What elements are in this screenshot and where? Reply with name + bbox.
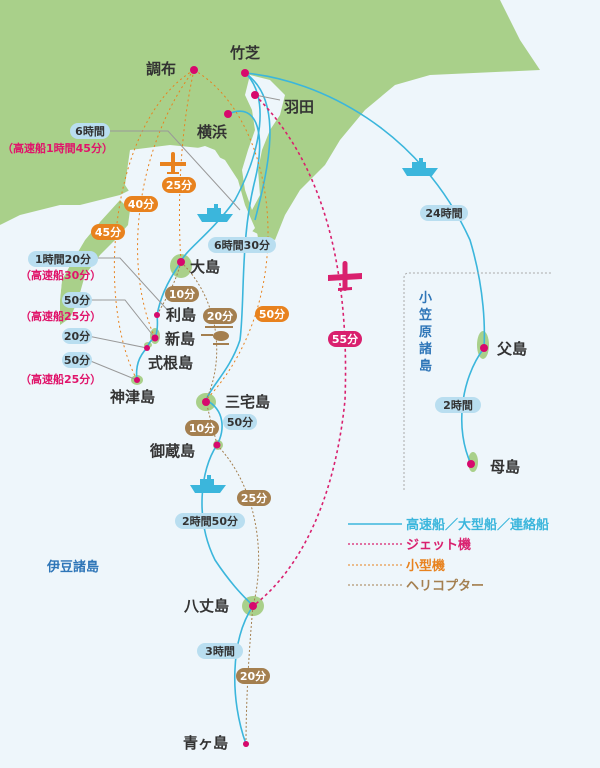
svg-text:10分: 10分 bbox=[169, 287, 195, 301]
svg-text:20分: 20分 bbox=[207, 309, 233, 323]
svg-text:小: 小 bbox=[419, 291, 432, 306]
svg-text:20分: 20分 bbox=[240, 669, 266, 683]
svg-text:20分: 20分 bbox=[64, 329, 90, 343]
ship-time-pills: 6時間 1時間20分 50分 20分 50分 6時間30分 50分 2時間50分… bbox=[28, 123, 481, 659]
label-kozushima: 神津島 bbox=[110, 388, 155, 406]
jet-time-pill: 55分 bbox=[328, 331, 362, 347]
label-miyakejima: 三宅島 bbox=[225, 393, 270, 411]
svg-text:原: 原 bbox=[419, 325, 432, 340]
jet-plane-icon bbox=[328, 261, 362, 291]
svg-text:3時間: 3時間 bbox=[205, 644, 235, 658]
svg-text:2時間: 2時間 bbox=[443, 398, 473, 412]
label-niijima: 新島 bbox=[165, 330, 195, 348]
svg-text:50分: 50分 bbox=[64, 353, 90, 367]
svg-text:45分: 45分 bbox=[95, 225, 121, 239]
label-hahajima: 母島 bbox=[490, 458, 520, 476]
location-dots bbox=[134, 66, 488, 747]
legend-small-plane-label: 小型機 bbox=[406, 558, 445, 574]
svg-text:（高速船25分）: （高速船25分） bbox=[20, 372, 101, 386]
svg-text:（高速船25分）: （高速船25分） bbox=[20, 309, 101, 323]
svg-text:55分: 55分 bbox=[332, 332, 358, 346]
ogasawara-inset-border bbox=[403, 272, 551, 490]
label-hachijojima: 八丈島 bbox=[183, 597, 229, 615]
legend-ship-label: 高速船／大型船／連絡船 bbox=[406, 517, 549, 533]
svg-text:24時間: 24時間 bbox=[425, 206, 462, 220]
helicopter-icon bbox=[201, 326, 233, 345]
jet-route bbox=[252, 94, 347, 607]
label-takeshiba: 竹芝 bbox=[229, 44, 260, 62]
ship-icon bbox=[197, 204, 233, 222]
svg-text:笠: 笠 bbox=[418, 307, 432, 323]
leader-lines bbox=[87, 94, 281, 381]
label-aogashima: 青ヶ島 bbox=[183, 734, 228, 752]
label-yokohama: 横浜 bbox=[197, 123, 227, 141]
small-plane-icon bbox=[160, 152, 186, 174]
fast-ship-subtexts: （高速船1時間45分） （高速船30分） （高速船25分） （高速船25分） bbox=[2, 141, 113, 386]
svg-text:2時間50分: 2時間50分 bbox=[182, 514, 238, 528]
label-haneda: 羽田 bbox=[284, 98, 314, 116]
tokyo-bay bbox=[242, 75, 285, 210]
svg-text:40分: 40分 bbox=[128, 197, 154, 211]
label-chichijima: 父島 bbox=[496, 340, 527, 358]
label-mikurajima: 御蔵島 bbox=[149, 442, 195, 460]
label-toshima: 利島 bbox=[166, 306, 196, 324]
svg-text:50分: 50分 bbox=[259, 307, 285, 321]
svg-text:諸: 諸 bbox=[419, 341, 432, 357]
small-plane-routes bbox=[113, 69, 269, 401]
ship-icon bbox=[402, 158, 438, 176]
ship-icon bbox=[190, 475, 226, 493]
suruga-bay bbox=[0, 208, 100, 330]
legend-jet-label: ジェット機 bbox=[406, 537, 471, 553]
svg-text:50分: 50分 bbox=[64, 293, 90, 307]
small-plane-time-pills: 25分 40分 45分 50分 bbox=[91, 177, 289, 322]
region-ogasawara-islands: 小 笠 原 諸 島 bbox=[418, 291, 432, 374]
region-izu-islands: 伊豆諸島 bbox=[46, 559, 99, 575]
svg-text:50分: 50分 bbox=[227, 415, 253, 429]
svg-text:25分: 25分 bbox=[166, 178, 192, 192]
svg-text:1時間20分: 1時間20分 bbox=[35, 252, 91, 266]
svg-text:島: 島 bbox=[419, 358, 432, 374]
svg-text:（高速船1時間45分）: （高速船1時間45分） bbox=[2, 141, 113, 155]
label-chofu: 調布 bbox=[146, 60, 176, 78]
svg-text:6時間30分: 6時間30分 bbox=[214, 238, 270, 252]
legend-helicopter-label: ヘリコプター bbox=[406, 579, 484, 594]
svg-text:（高速船30分）: （高速船30分） bbox=[20, 268, 101, 282]
legend: 高速船／大型船／連絡船 ジェット機 小型機 ヘリコプター bbox=[348, 517, 549, 594]
label-shikinejima: 式根島 bbox=[148, 354, 193, 372]
place-labels: 調布 竹芝 羽田 横浜 大島 利島 新島 式根島 神津島 三宅島 御蔵島 八丈島… bbox=[110, 44, 527, 752]
svg-text:25分: 25分 bbox=[241, 491, 267, 505]
svg-text:10分: 10分 bbox=[189, 421, 215, 435]
label-oshima: 大島 bbox=[190, 258, 220, 276]
svg-text:6時間: 6時間 bbox=[75, 124, 105, 138]
helicopter-time-pills: 10分 20分 10分 25分 20分 bbox=[165, 286, 271, 684]
